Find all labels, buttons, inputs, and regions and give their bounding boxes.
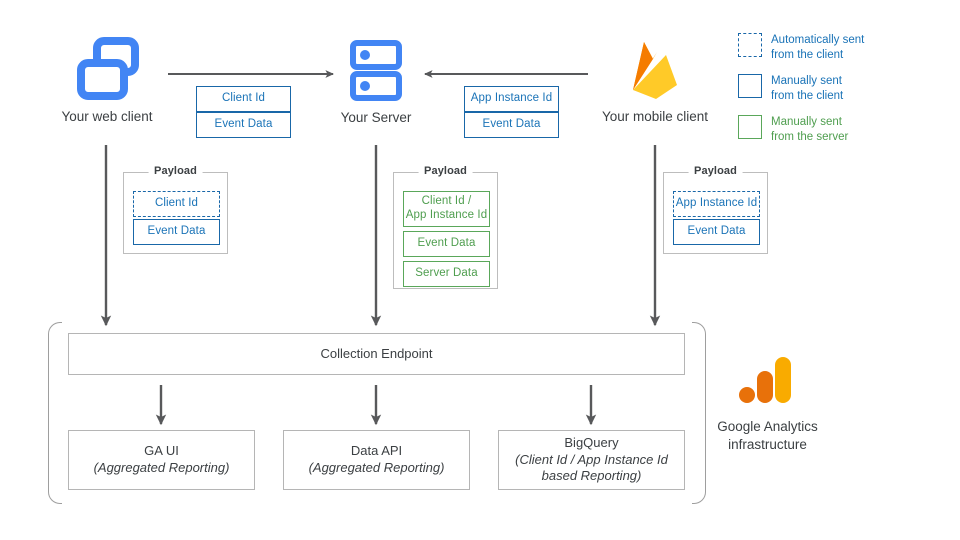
payload-server-item-ids[interactable]: Client Id / App Instance Id — [403, 191, 490, 227]
output-box-ga-ui[interactable]: GA UI (Aggregated Reporting) — [68, 430, 255, 490]
output-data-api-subtitle: (Aggregated Reporting) — [308, 460, 445, 475]
web-client-label: Your web client — [61, 109, 153, 124]
legend-item-manual-server[interactable]: Manually sent from the server — [738, 115, 953, 145]
legend-swatch-solid-blue — [738, 74, 762, 98]
legend-swatch-solid-green — [738, 115, 762, 139]
windows-icon — [77, 37, 139, 100]
google-analytics-icon — [739, 357, 791, 403]
payload-mobile-item-app-instance-id[interactable]: App Instance Id — [673, 191, 760, 217]
payload-web-title: Payload — [148, 165, 203, 177]
google-analytics-label: Google Analytics infrastructure — [717, 419, 818, 453]
transfer-chip-app-instance-id[interactable]: App Instance Id — [464, 86, 559, 112]
payload-web-item-event-data[interactable]: Event Data — [133, 219, 220, 245]
legend-label-manual-client: Manually sent from the client — [771, 75, 844, 103]
payload-mobile: Payload App Instance Id Event Data — [663, 165, 768, 254]
output-ga-ui-subtitle: (Aggregated Reporting) — [93, 460, 230, 475]
payload-mobile-item-event-data[interactable]: Event Data — [673, 219, 760, 245]
mobile-client-label: Your mobile client — [601, 109, 709, 124]
collection-endpoint-label: Collection Endpoint — [320, 345, 433, 361]
output-box-bigquery[interactable]: BigQuery (Client Id / App Instance Id ba… — [498, 430, 685, 490]
legend-item-auto-client[interactable]: Automatically sent from the client — [738, 33, 953, 63]
output-ga-ui-title: GA UI — [144, 443, 179, 459]
payload-server-item-event-data[interactable]: Event Data — [403, 231, 490, 257]
legend: Automatically sent from the client Manua… — [738, 33, 953, 151]
mobile-client-node: Your mobile client — [585, 36, 725, 136]
transfer-chip-event-data-mobile[interactable]: Event Data — [464, 112, 559, 138]
output-bigquery-title: BigQuery — [564, 434, 619, 450]
transfer-chip-client-id[interactable]: Client Id — [196, 86, 291, 112]
server-node: Your Server — [317, 40, 435, 140]
web-client-node: Your web client — [44, 36, 170, 136]
legend-item-manual-client[interactable]: Manually sent from the client — [738, 74, 953, 104]
payload-mobile-title: Payload — [688, 165, 743, 177]
output-data-api-title: Data API — [350, 443, 403, 459]
output-box-data-api[interactable]: Data API (Aggregated Reporting) — [283, 430, 470, 490]
collection-endpoint-box[interactable]: Collection Endpoint — [68, 333, 685, 375]
payload-server-item-server-data[interactable]: Server Data — [403, 261, 490, 287]
payload-server: Payload Client Id / App Instance Id Even… — [393, 165, 498, 289]
firebase-icon — [633, 42, 677, 99]
payload-web-item-client-id[interactable]: Client Id — [133, 191, 220, 217]
legend-label-auto-client: Automatically sent from the client — [771, 34, 865, 62]
server-icon — [350, 40, 402, 101]
output-bigquery-subtitle: (Client Id / App Instance Id based Repor… — [515, 451, 668, 484]
legend-swatch-dashed-blue — [738, 33, 762, 57]
server-label: Your Server — [340, 110, 412, 125]
payload-server-title: Payload — [418, 165, 473, 177]
payload-web: Payload Client Id Event Data — [123, 165, 228, 254]
infrastructure-bracket-left — [48, 322, 62, 504]
legend-label-manual-server: Manually sent from the server — [771, 116, 849, 144]
transfer-chip-event-data[interactable]: Event Data — [196, 112, 291, 138]
google-analytics-infrastructure: Google Analytics infrastructure — [700, 355, 880, 465]
